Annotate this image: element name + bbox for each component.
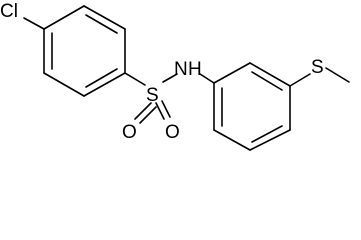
atom-n: N bbox=[174, 59, 188, 80]
methylthiophenyl-ring bbox=[213, 62, 291, 151]
atom-s-thio: S bbox=[311, 57, 324, 78]
ring-s-bond bbox=[124, 72, 146, 86]
atom-n-h: H bbox=[188, 59, 202, 80]
s-nh-bond bbox=[162, 73, 178, 83]
nh-ring-bond bbox=[199, 73, 215, 84]
chlorophenyl-ring bbox=[43, 5, 126, 97]
atom-o-left: O bbox=[122, 122, 137, 143]
ring-sthio-bond bbox=[289, 73, 311, 87]
s-methyl-bond bbox=[325, 67, 350, 83]
atom-s-sulfonyl: S bbox=[146, 85, 159, 106]
sulfonyl-oxygens bbox=[134, 100, 171, 124]
atom-o-right: O bbox=[165, 122, 180, 143]
structure-diagram: Cl S O O N H S bbox=[0, 1, 350, 151]
atom-cl: Cl bbox=[0, 1, 18, 22]
cl-bond bbox=[23, 17, 45, 30]
